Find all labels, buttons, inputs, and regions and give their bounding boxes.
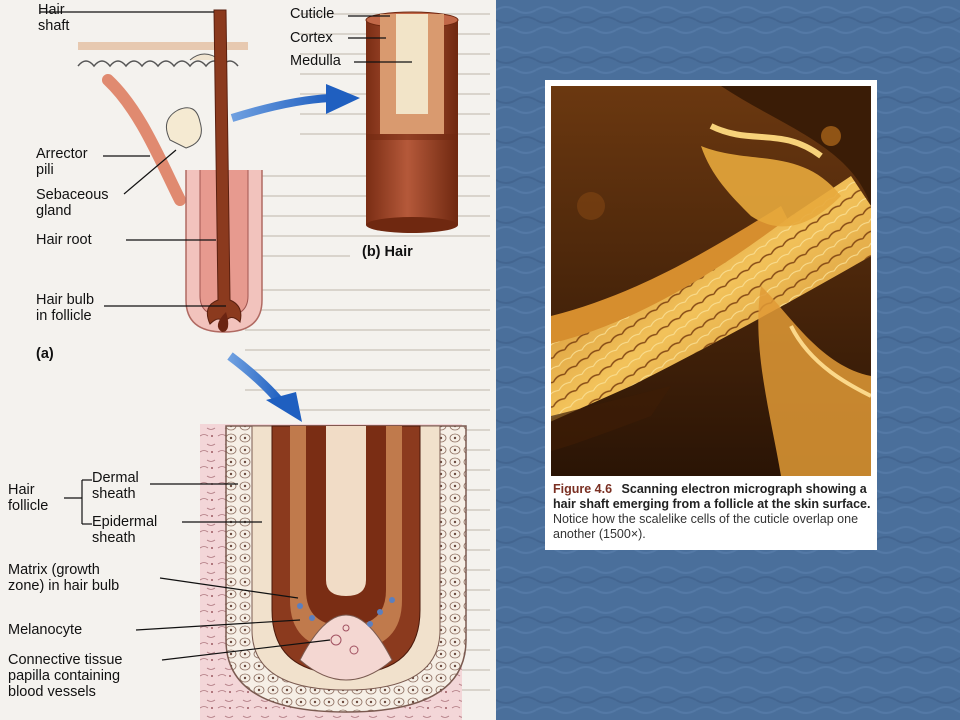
textbook-figure-page: Hair shaft Cuticle Cortex Medulla Arrect… [0, 0, 496, 720]
follicle-overview-diagram [77, 9, 263, 333]
dermal-papilla [299, 614, 393, 681]
label-epidermal-sheath: Epidermal sheath [92, 514, 158, 546]
label-hair-shaft: Hair shaft [38, 2, 70, 34]
hair-shaft-micrograph-image [551, 86, 871, 476]
arrow-to-hair-detail [230, 94, 331, 122]
follicle-detail-diagram [200, 424, 467, 720]
sebaceous-gland-shape [165, 107, 202, 149]
label-medulla: Medulla [290, 53, 341, 69]
label-panel-a: (a) [36, 346, 54, 362]
label-dermal-sheath: Dermal sheath [92, 470, 139, 502]
arrow-to-follicle-detail [227, 352, 286, 407]
arrow-head-to-hair-detail [326, 84, 360, 114]
figure-number: Figure 4.6 [553, 482, 613, 496]
label-cortex: Cortex [290, 30, 333, 46]
label-hair-root: Hair root [36, 232, 92, 248]
figure-4-6-card: Figure 4.6 Scanning electron micrograph … [545, 80, 877, 550]
hair-cross-section [365, 11, 459, 233]
figure-caption-bold: Scanning electron micrograph showing a h… [553, 482, 871, 511]
label-hair-bulb: Hair bulb in follicle [36, 292, 95, 324]
label-arrector-pili: Arrector pili [36, 146, 88, 178]
label-sebaceous-gland: Sebaceous gland [36, 187, 109, 219]
label-hair-follicle: Hair follicle [8, 482, 49, 514]
label-matrix: Matrix (growth zone) in hair bulb [8, 562, 120, 594]
label-papilla: Connective tissue papilla containing blo… [8, 652, 123, 700]
arrector-pili-muscle [102, 74, 186, 206]
label-cuticle: Cuticle [290, 6, 335, 22]
label-panel-b: (b) Hair [362, 244, 413, 260]
figure-caption-rest: Notice how the scalelike cells of the cu… [553, 512, 859, 541]
hair-anatomy-illustration [40, 9, 490, 720]
leader-lines [40, 11, 412, 661]
label-melanocyte: Melanocyte [8, 622, 83, 638]
figure-caption: Figure 4.6 Scanning electron micrograph … [553, 482, 871, 542]
arrow-head-to-follicle-detail [266, 392, 302, 422]
